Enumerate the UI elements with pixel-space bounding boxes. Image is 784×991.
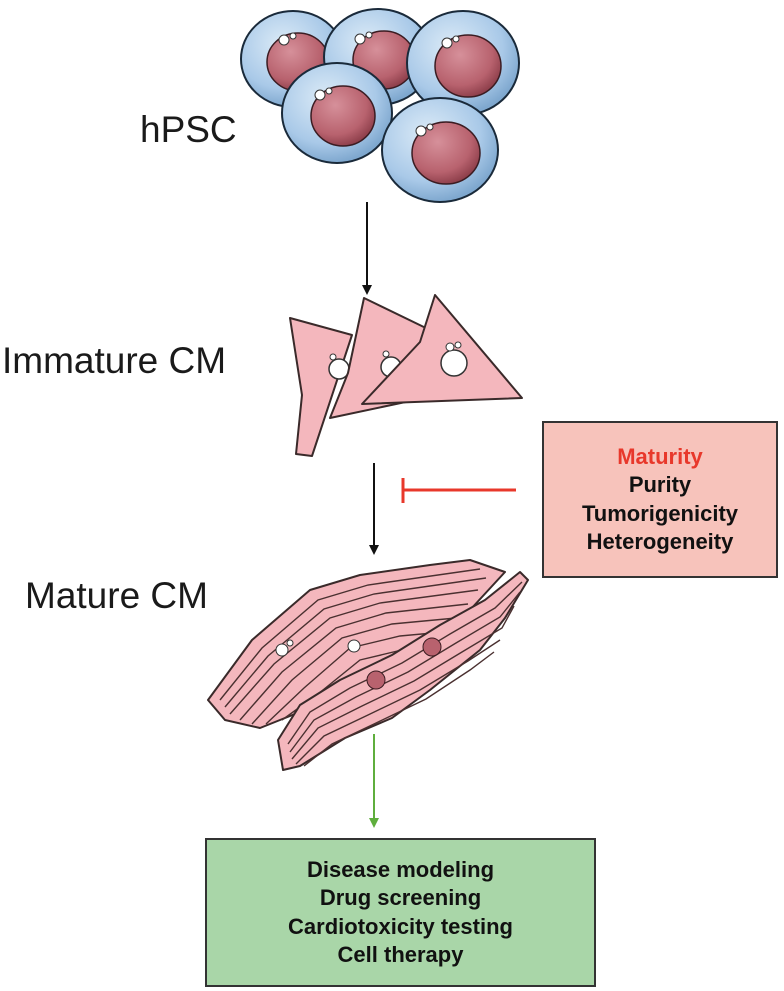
stem-cell — [281, 62, 393, 164]
challenge-heterogeneity: Heterogeneity — [586, 528, 734, 554]
mature-cardiomyocyte — [277, 571, 529, 771]
hpsc-cell-cluster — [240, 8, 520, 203]
immature-cardiomyocyte — [289, 317, 353, 457]
challenges-box: Maturity Purity Tumorigenicity Heterogen… — [542, 421, 778, 578]
immature-cardiomyocyte — [361, 294, 523, 405]
application-disease-modeling: Disease modeling — [306, 857, 495, 883]
application-drug-screening: Drug screening — [319, 885, 482, 911]
immature-cm-label: Immature CM — [2, 340, 227, 381]
challenge-purity: Purity — [628, 472, 692, 498]
stem-cell — [406, 10, 520, 116]
inhibition-arrow — [401, 478, 516, 503]
application-cardiotoxicity-testing: Cardiotoxicity testing — [288, 913, 513, 939]
hpsc-label: hPSC — [140, 109, 237, 150]
mature-cardiomyocyte — [207, 559, 506, 729]
challenge-tumorigenicity: Tumorigenicity — [581, 500, 739, 526]
stem-cell — [381, 97, 499, 203]
mature-cm-label: Mature CM — [25, 575, 208, 616]
applications-box: Disease modeling Drug screening Cardioto… — [205, 838, 596, 987]
challenge-maturity: Maturity — [617, 444, 703, 470]
immature-cm-cells — [289, 294, 523, 457]
application-cell-therapy: Cell therapy — [337, 941, 464, 967]
mature-cm-cells — [207, 559, 529, 771]
